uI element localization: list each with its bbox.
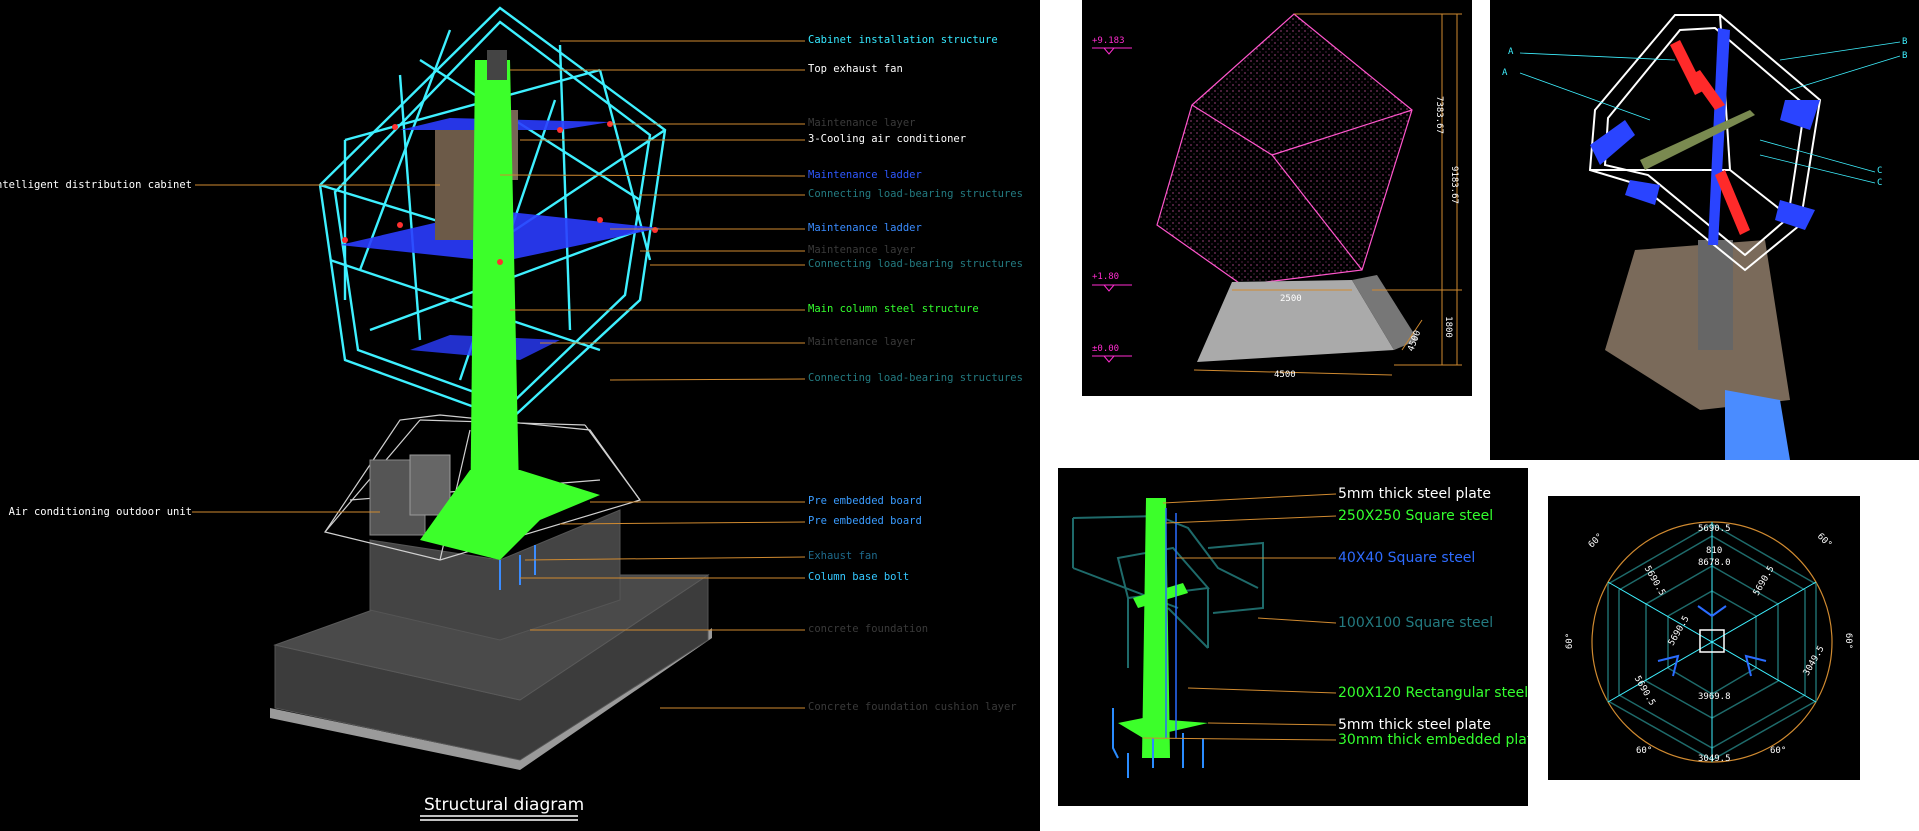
dim-top-width: 2500 (1280, 294, 1302, 304)
plan-dim-810: 810 (1706, 546, 1723, 556)
tag-b2: B (1902, 51, 1908, 61)
main-label-2: Maintenance layer (808, 117, 916, 129)
foundation-cushion-layer (270, 628, 712, 770)
tag-a1: A (1508, 47, 1514, 57)
main-label-11: Connecting load-bearing structures (808, 372, 1023, 384)
dim-base-height: 1800 (1442, 316, 1453, 338)
main-label-8: Connecting load-bearing structures (808, 258, 1023, 270)
ladder-40x40 (1165, 508, 1177, 738)
render-3d-drawing (1519, 14, 1901, 460)
main-label-1: Top exhaust fan (808, 63, 903, 75)
level-mid: +1.80 (1092, 272, 1120, 282)
structural-diagram-drawing (192, 6, 806, 821)
plan-dim-top: 5690.5 (1698, 524, 1731, 534)
steel-label-0: 5mm thick steel plate (1338, 486, 1491, 502)
elevation-drawing (1092, 13, 1462, 376)
render-3d-panel: A A B B C C (1490, 0, 1919, 460)
tag-a2: A (1502, 68, 1508, 78)
tag-b1: B (1902, 37, 1908, 47)
main-label-13: Pre embedded board (808, 515, 922, 527)
label-air-conditioning-outdoor-unit: Air conditioning outdoor unit (8, 506, 192, 518)
main-label-17: Concrete foundation cushion layer (808, 701, 1017, 713)
plan-angle-3: 60° (1565, 632, 1576, 650)
plan-dim-center: 8678.0 (1698, 558, 1731, 568)
level-ground: ±0.00 (1092, 344, 1120, 354)
plan-view-drawing (1591, 521, 1833, 763)
steel-leader-lines (1142, 493, 1337, 741)
cube-volume (1156, 13, 1413, 286)
center-column (1699, 629, 1725, 653)
main-label-15: Column base bolt (808, 571, 910, 583)
main-label-10: Maintenance layer (808, 336, 916, 348)
main-column (470, 60, 520, 550)
main-label-4: Maintenance ladder (808, 169, 922, 181)
dim-upper-height: 7383.67 (1433, 96, 1444, 134)
blue-steel-members (1590, 28, 1820, 245)
tag-c2: C (1877, 178, 1883, 188)
ground-plane (1605, 240, 1790, 410)
plan-view-panel: 5690.5 3049.5 3969.8 3049.5 60° 60° 60° … (1548, 496, 1860, 780)
plan-angle-4: 60° (1843, 632, 1854, 650)
steel-label-3: 100X100 Square steel (1338, 615, 1494, 631)
label-intelligent-distribution-cabinet: Intelligent distribution cabinet (0, 179, 192, 191)
column-250x250 (1142, 498, 1170, 758)
dim-base-width: 4500 (1274, 370, 1296, 380)
main-label-7: Maintenance layer (808, 244, 916, 256)
tag-c1: C (1877, 166, 1883, 176)
main-label-14: Exhaust fan (808, 550, 878, 562)
main-label-3: 3-Cooling air conditioner (808, 133, 967, 145)
structural-diagram-title: Structural diagram (424, 795, 585, 815)
plan-dim-mid: 3969.8 (1698, 692, 1731, 702)
steel-label-4: 200X120 Rectangular steel (1338, 685, 1528, 701)
main-label-0: Cabinet installation structure (808, 34, 998, 46)
steel-label-1: 250X250 Square steel (1338, 508, 1494, 524)
axis-lines (1607, 522, 1817, 762)
red-steel-members (1670, 40, 1750, 235)
main-label-16: concrete foundation (808, 623, 929, 635)
dim-total-height: 9183.67 (1448, 166, 1459, 204)
elevation-panel: +9.183 +1.80 ±0.00 2500 4500 4500 7383.6… (1082, 0, 1472, 396)
steel-label-6: 30mm thick embedded plate (1338, 732, 1528, 748)
main-label-5: Connecting load-bearing structures (808, 188, 1023, 200)
plan-dim-bottom: 3049.5 (1698, 754, 1731, 764)
steel-detail-panel: 5mm thick steel plate 250X250 Square stee… (1058, 468, 1528, 806)
main-label-6: Maintenance ladder (808, 222, 922, 234)
main-label-9: Main column steel structure (808, 303, 979, 315)
base-pedestal (1197, 280, 1394, 362)
steel-label-5: 5mm thick steel plate (1338, 717, 1491, 733)
steel-detail-drawing (1072, 493, 1337, 778)
plan-angle-6: 60° (1770, 746, 1787, 756)
level-top: +9.183 (1092, 36, 1125, 46)
main-label-12: Pre embedded board (808, 495, 922, 507)
steel-label-2: 40X40 Square steel (1338, 550, 1476, 566)
top-exhaust-fan (487, 50, 507, 80)
plan-angle-5: 60° (1636, 746, 1653, 756)
leader-lines (192, 40, 806, 709)
